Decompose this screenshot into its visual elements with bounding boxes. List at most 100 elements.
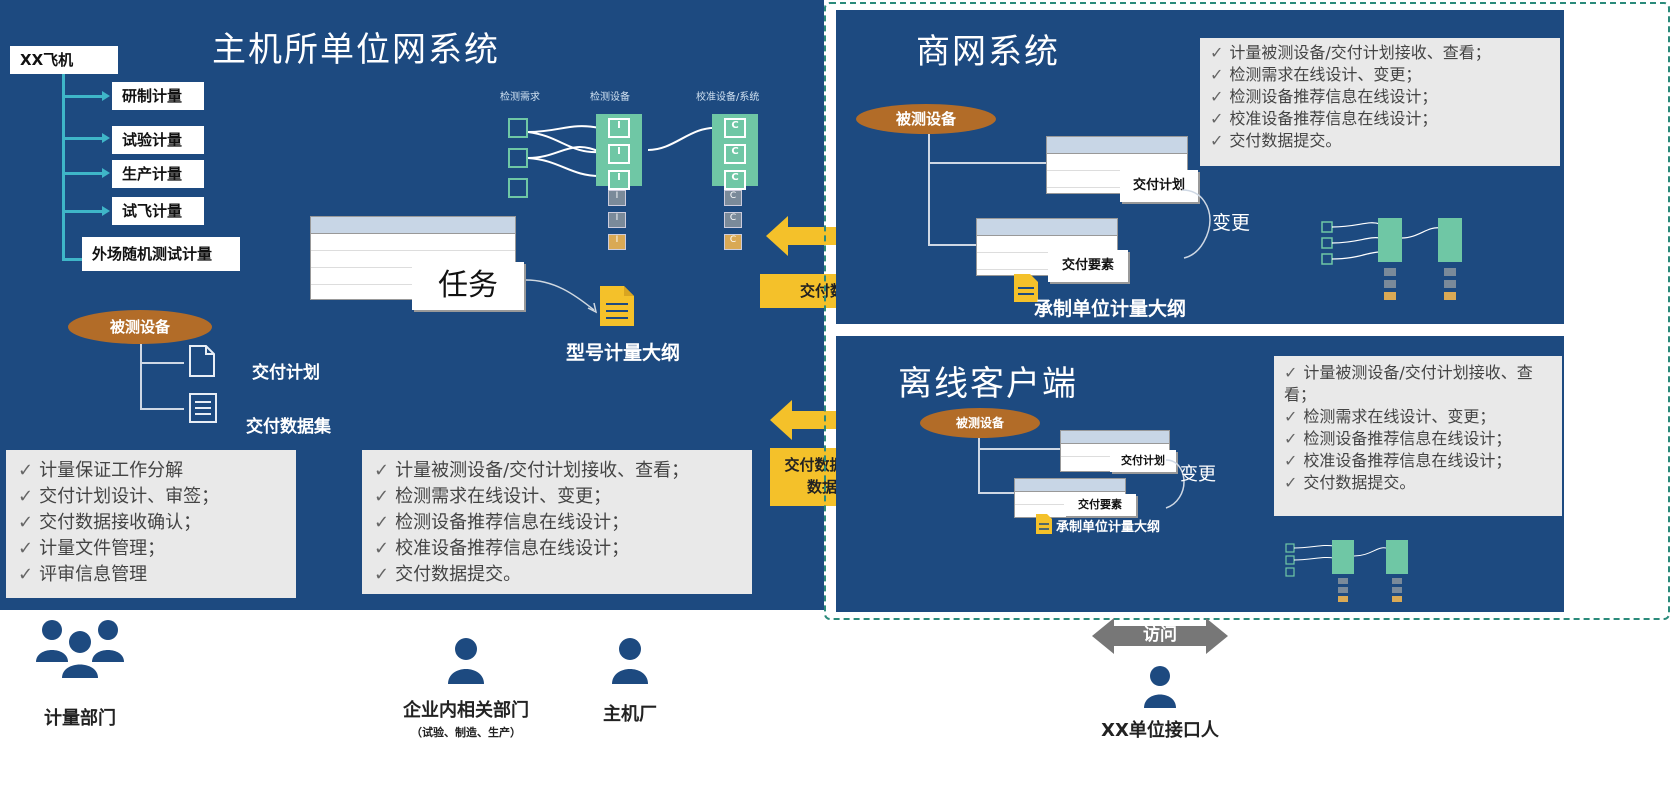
check-icon: ✓ bbox=[1284, 363, 1298, 382]
tree-branch-line bbox=[62, 210, 104, 213]
tree-arrow-icon bbox=[102, 206, 110, 216]
group-people-icon bbox=[36, 620, 124, 678]
main-factory-label: 主机厂 bbox=[603, 704, 657, 725]
task-table bbox=[310, 216, 516, 300]
commercial-network-title: 商网系统 bbox=[916, 32, 1060, 72]
tree-item-production[interactable]: 生产计量 bbox=[112, 160, 204, 188]
checklist-item: ✓交付数据提交。 bbox=[1284, 473, 1416, 492]
check-icon: ✓ bbox=[374, 460, 390, 481]
checklist-item: ✓检测需求在线设计、变更； bbox=[374, 486, 612, 507]
outline-document-icon bbox=[600, 286, 634, 326]
requirement-node[interactable] bbox=[508, 148, 528, 168]
requirement-node[interactable] bbox=[508, 178, 528, 198]
tree-branch-line bbox=[62, 172, 104, 175]
tree-arrow-icon bbox=[102, 133, 110, 143]
connector-line bbox=[978, 448, 1060, 450]
graph-links bbox=[527, 125, 719, 177]
contractor-outline-label: 承制单位计量大纲 bbox=[1034, 298, 1187, 320]
calibration-node-gray[interactable]: C bbox=[724, 212, 742, 228]
equipment-node[interactable]: I bbox=[608, 144, 630, 164]
checklist-item: ✓计量被测设备/交付计划接收、查看； bbox=[1210, 43, 1491, 62]
offline-delivery-elements-card[interactable]: 交付要素 bbox=[1064, 494, 1136, 516]
check-icon: ✓ bbox=[374, 512, 390, 533]
check-icon: ✓ bbox=[1210, 109, 1224, 128]
offline-delivery-plan-card[interactable]: 交付计划 bbox=[1110, 450, 1176, 472]
equipment-node-flagged[interactable]: I bbox=[608, 234, 626, 250]
check-icon: ✓ bbox=[1284, 407, 1298, 426]
equipment-node[interactable]: I bbox=[608, 118, 630, 138]
tree-item-field[interactable]: 外场随机测试计量 bbox=[82, 237, 240, 271]
enterprise-dept-checklist: ✓计量被测设备/交付计划接收、查看； ✓检测需求在线设计、变更； ✓检测设备推荐… bbox=[362, 450, 752, 594]
offline-change-label: 变更 bbox=[1180, 464, 1216, 485]
calibration-node[interactable]: C bbox=[724, 170, 746, 190]
check-icon: ✓ bbox=[18, 538, 34, 559]
commercial-checklist: ✓计量被测设备/交付计划接收、查看； ✓检测需求在线设计、变更； ✓检测设备推荐… bbox=[1200, 38, 1560, 166]
change-label: 变更 bbox=[1212, 212, 1251, 234]
doc-tree-line bbox=[140, 344, 142, 410]
checklist-item: ✓交付数据接收确认； bbox=[18, 512, 202, 533]
table-header bbox=[1015, 479, 1125, 492]
requirement-node[interactable] bbox=[508, 118, 528, 138]
checklist-item: ✓校准设备推荐信息在线设计； bbox=[374, 538, 630, 559]
equipment-node[interactable]: I bbox=[608, 170, 630, 190]
equipment-node-gray[interactable]: I bbox=[608, 212, 626, 228]
graph-calibration-column: C C C bbox=[712, 114, 758, 190]
tree-item-rd[interactable]: 研制计量 bbox=[112, 82, 204, 110]
check-icon: ✓ bbox=[1284, 473, 1298, 492]
task-card[interactable]: 任务 bbox=[412, 262, 524, 310]
check-icon: ✓ bbox=[18, 486, 34, 507]
tree-root-aircraft[interactable]: XX飞机 bbox=[10, 46, 118, 74]
check-icon: ✓ bbox=[1284, 451, 1298, 470]
offline-client-title: 离线客户端 bbox=[898, 364, 1078, 404]
device-under-test-pill: 被测设备 bbox=[68, 310, 212, 344]
equipment-node-gray[interactable]: I bbox=[608, 190, 626, 206]
change-bracket bbox=[1165, 459, 1185, 509]
table-header bbox=[977, 219, 1117, 236]
table-row bbox=[977, 236, 1117, 253]
change-bracket bbox=[1181, 189, 1211, 259]
checklist-item: ✓计量被测设备/交付计划接收、查看； bbox=[374, 460, 690, 481]
doc-tree-line bbox=[140, 362, 184, 364]
calibration-node[interactable]: C bbox=[724, 118, 746, 138]
connector-line bbox=[978, 492, 1014, 494]
check-icon: ✓ bbox=[374, 538, 390, 559]
device-under-test-pill-commercial: 被测设备 bbox=[856, 104, 996, 134]
tree-item-flight-test[interactable]: 试飞计量 bbox=[112, 197, 204, 225]
calibration-node[interactable]: C bbox=[724, 144, 746, 164]
outline-document-icon bbox=[1036, 514, 1052, 534]
access-arrow-icon bbox=[1092, 618, 1228, 654]
checklist-item: ✓评审信息管理 bbox=[18, 564, 148, 585]
connector-line bbox=[928, 134, 930, 246]
device-under-test-pill-offline: 被测设备 bbox=[920, 408, 1040, 438]
tree-branch-line bbox=[62, 137, 104, 140]
calibration-node-flagged[interactable]: C bbox=[724, 234, 742, 250]
check-icon: ✓ bbox=[374, 486, 390, 507]
person-icon bbox=[612, 638, 648, 684]
checklist-item: ✓交付计划设计、审签； bbox=[18, 486, 220, 507]
graph-header-calibration: 校准设备/系统 bbox=[696, 92, 760, 103]
delivery-elements-card[interactable]: 交付要素 bbox=[1048, 250, 1128, 282]
graph-equipment-column: I I I bbox=[596, 114, 642, 190]
check-icon: ✓ bbox=[374, 564, 390, 585]
calibration-node-gray[interactable]: C bbox=[724, 190, 742, 206]
person-icon bbox=[1144, 666, 1176, 708]
bidirectional-arrow-icon bbox=[770, 400, 886, 440]
person-icon bbox=[448, 638, 484, 684]
table-row bbox=[1047, 154, 1187, 171]
offline-contractor-outline-label: 承制单位计量大纲 bbox=[1056, 520, 1161, 535]
dataset-icon bbox=[189, 393, 217, 423]
tree-item-test[interactable]: 试验计量 bbox=[112, 126, 204, 154]
checklist-item: ✓交付数据提交。 bbox=[1210, 131, 1342, 150]
mini-graph-commercial bbox=[1321, 218, 1462, 300]
delivery-dataset-label: 交付数据集 bbox=[246, 417, 331, 437]
checklist-item: ✓检测设备推荐信息在线设计； bbox=[374, 512, 630, 533]
document-icon bbox=[189, 345, 215, 377]
graph-requirement-column bbox=[508, 118, 530, 200]
check-icon: ✓ bbox=[18, 564, 34, 585]
plan-table bbox=[1046, 136, 1188, 194]
checklist-item: ✓检测设备推荐信息在线设计； bbox=[1284, 429, 1512, 448]
outline-document-icon bbox=[1014, 274, 1038, 302]
main-unit-network-title: 主机所单位网系统 bbox=[212, 30, 500, 70]
metrology-dept-label: 计量部门 bbox=[44, 708, 116, 729]
delivery-plan-card[interactable]: 交付计划 bbox=[1120, 170, 1198, 202]
